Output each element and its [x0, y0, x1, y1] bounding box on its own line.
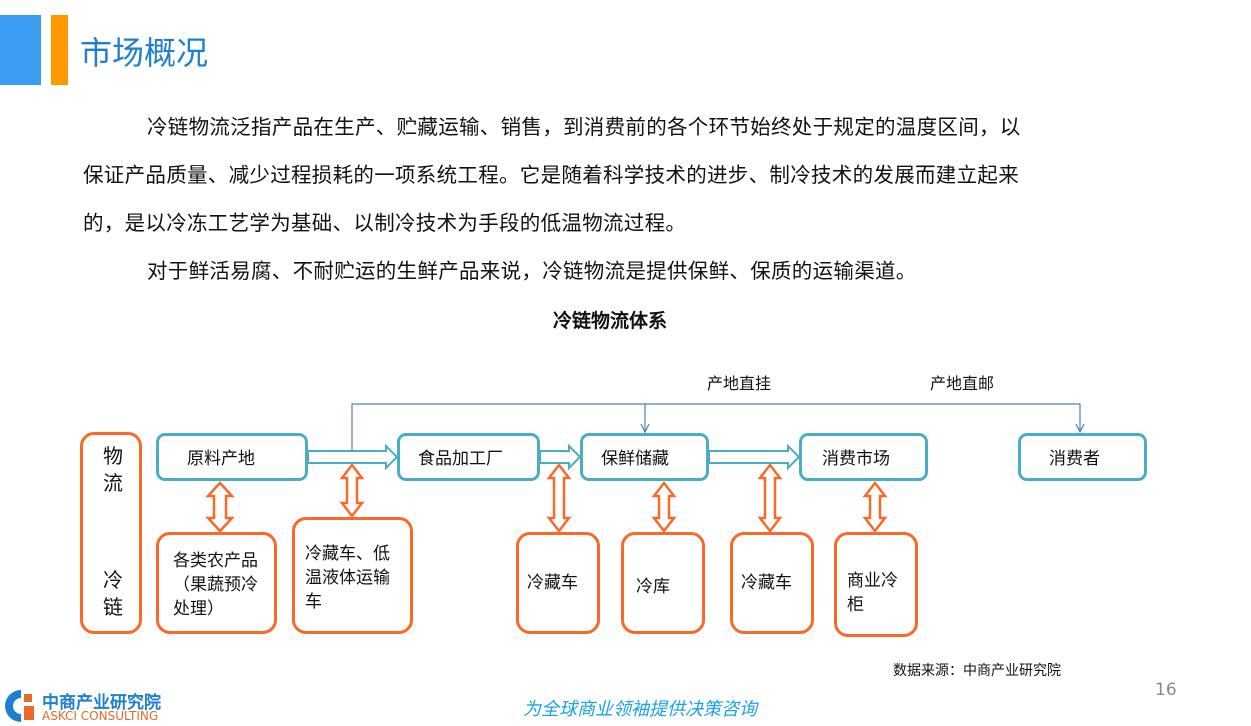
title-accent-orange: [51, 15, 68, 85]
label-direct-mail: 产地直邮: [930, 374, 995, 393]
side-label-bottom: 冷链: [103, 568, 123, 619]
double-arrow-6: [862, 480, 888, 534]
logo-text-cn: 中商产业研究院: [42, 693, 161, 713]
stage-consumer-market: 消费市场: [799, 433, 928, 481]
stage-flow-arrows: [307, 443, 801, 471]
label-direct-pickup: 产地直挂: [707, 374, 772, 393]
askci-logo-icon: [5, 690, 34, 722]
support-commercial-fridge: 商业冷柜: [834, 532, 918, 637]
stage-raw-material-origin: 原料产地: [156, 433, 308, 481]
double-arrow-2: [339, 462, 365, 519]
paragraph-2: 对于鲜活易腐、不耐贮运的生鲜产品来说，冷链物流是提供保鲜、保质的运输渠道。: [147, 259, 917, 283]
side-box-logistics-coldchain: 物流 冷链: [80, 432, 142, 634]
paragraph-1-line-3: 的，是以冷冻工艺学为基础、以制冷技术为手段的低温物流过程。: [83, 211, 687, 235]
flow-arrow-3: [708, 443, 801, 471]
support-cold-storage: 冷库: [621, 532, 705, 634]
page-title: 市场概况: [80, 34, 209, 72]
paragraph-1-line-1: 冷链物流泛指产品在生产、贮藏运输、销售，到消费前的各个环节始终处于规定的温度区间…: [147, 115, 1021, 139]
stage-food-processing-plant: 食品加工厂: [397, 433, 540, 481]
support-reefer-truck-1: 冷藏车: [516, 532, 600, 634]
support-reefer-truck-2: 冷藏车: [730, 532, 814, 634]
title-accent-blue: [0, 15, 41, 85]
double-arrow-3: [546, 462, 572, 534]
double-arrow-1: [205, 481, 235, 533]
stage-fresh-storage: 保鲜储藏: [580, 433, 709, 481]
page-number: 16: [1155, 680, 1177, 700]
flow-arrow-2: [539, 443, 582, 471]
double-arrow-5: [757, 462, 783, 534]
data-source: 数据来源：中商产业研究院: [893, 663, 1061, 679]
logo-text-en: ASKCI CONSULTING: [42, 709, 159, 723]
paragraph-1-line-2: 保证产品质量、减少过程损耗的一项系统工程。它是随着科学技术的进步、制冷技术的发展…: [83, 163, 1019, 187]
footer-slogan: 为全球商业领袖提供决策咨询: [523, 699, 757, 720]
flow-arrow-1: [307, 443, 399, 471]
arrowhead-icon: [640, 423, 1085, 434]
side-label-top: 物流: [103, 444, 123, 495]
direct-link-lines: [351, 403, 1085, 455]
stage-consumer: 消费者: [1018, 433, 1147, 481]
double-arrow-4: [651, 480, 677, 534]
support-reefer-liquid-truck: 冷藏车、低温液体运输车: [292, 517, 413, 634]
support-produce-precooling: 各类农产品（果蔬预冷处理）: [156, 532, 277, 634]
diagram-title: 冷链物流体系: [552, 310, 667, 332]
